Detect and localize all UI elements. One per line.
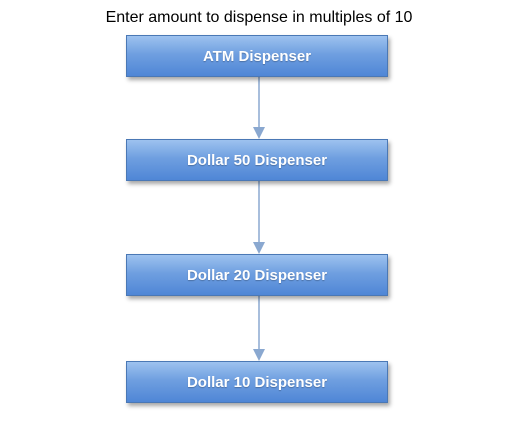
node-label: Dollar 10 Dispenser: [186, 373, 328, 391]
node-atm-dispenser: ATM Dispenser: [126, 35, 388, 77]
node-dollar-10-dispenser: Dollar 10 Dispenser: [126, 361, 388, 403]
node-label: Dollar 50 Dispenser: [186, 151, 328, 169]
node-dollar-50-dispenser: Dollar 50 Dispenser: [126, 139, 388, 181]
node-dollar-20-dispenser: Dollar 20 Dispenser: [126, 254, 388, 296]
node-label: Dollar 20 Dispenser: [186, 266, 328, 284]
diagram-title: Enter amount to dispense in multiples of…: [105, 9, 413, 26]
node-label: ATM Dispenser: [202, 47, 312, 65]
